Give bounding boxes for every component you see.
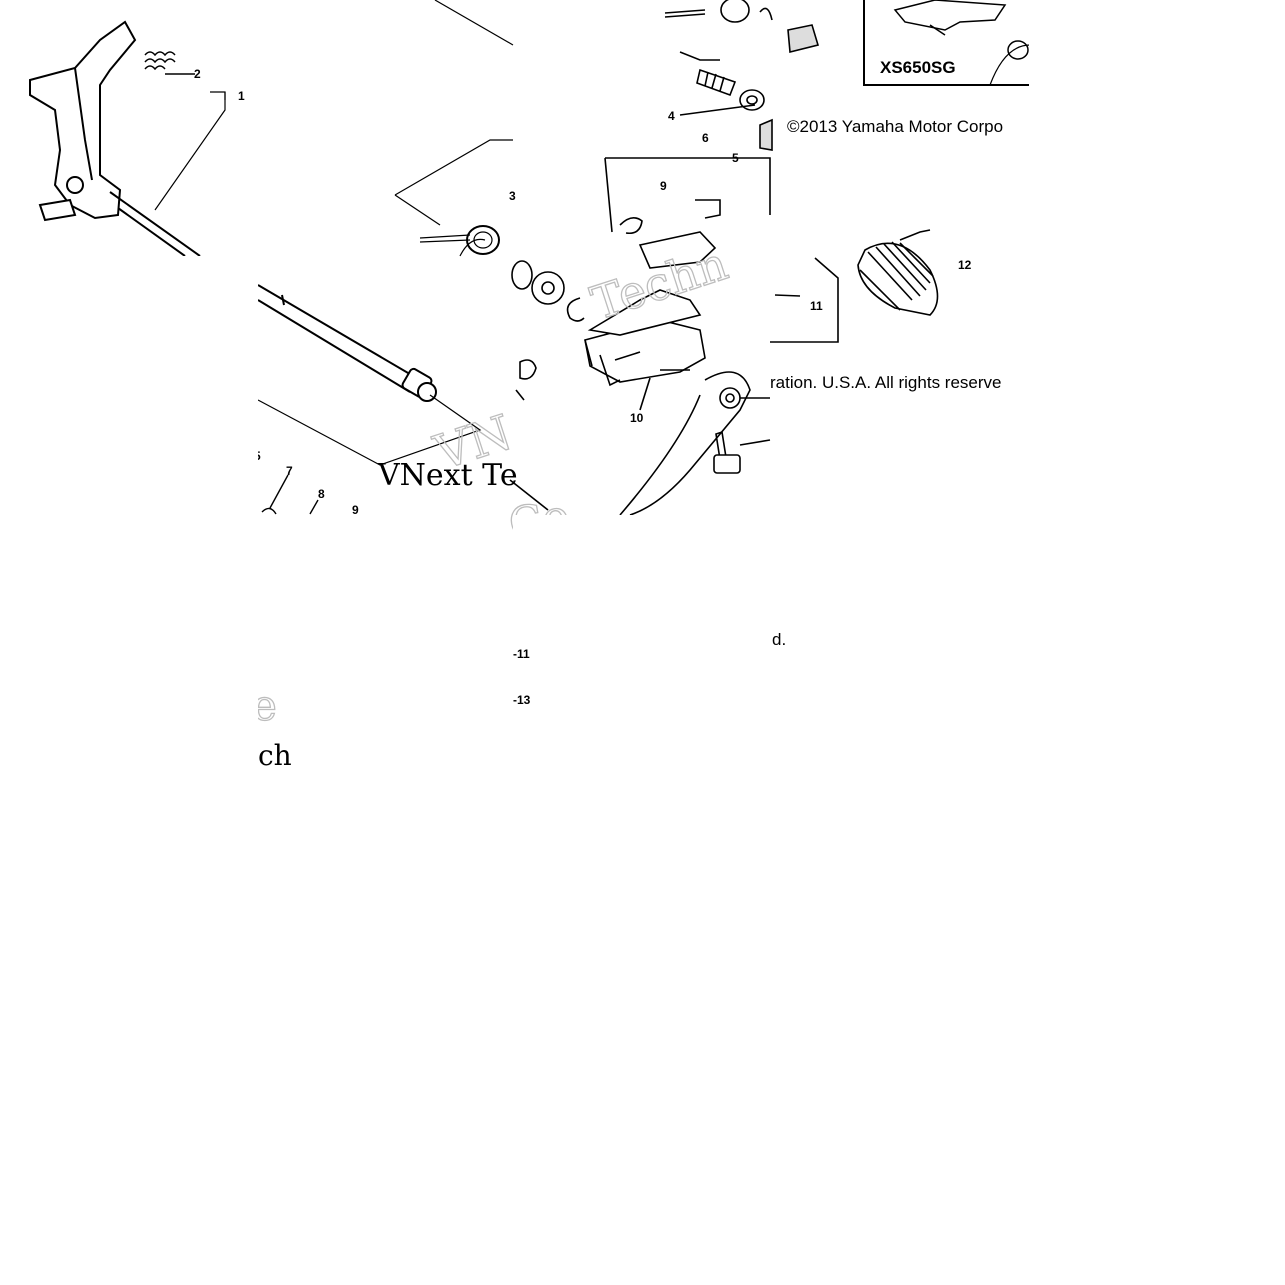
shift-fork-assembly bbox=[29, 20, 201, 257]
callout-5: 5 bbox=[732, 151, 739, 165]
spring-part-2 bbox=[144, 51, 195, 75]
shift-shaft bbox=[257, 284, 482, 466]
inset-model-label: XS650SG bbox=[880, 58, 956, 77]
callout-3: 3 bbox=[509, 189, 516, 203]
callout-9: 9 bbox=[660, 179, 667, 193]
side-labels: -11 -13 bbox=[513, 647, 531, 707]
leader-line-1 bbox=[154, 91, 226, 211]
pedal-parts-top bbox=[604, 0, 820, 233]
side-label-11: -11 bbox=[513, 647, 530, 661]
washers-and-lever bbox=[509, 199, 771, 516]
watermark-vnext: VNext Te bbox=[377, 458, 518, 493]
copyright-fragment: d. bbox=[772, 630, 786, 649]
footrest-rubber bbox=[770, 229, 939, 343]
callout-4: 4 bbox=[668, 109, 675, 123]
watermark-ch: ch bbox=[258, 739, 292, 772]
callout-8-bottom: 8 bbox=[318, 487, 325, 501]
callout-9-bottom: 9 bbox=[352, 503, 359, 517]
side-label-13: -13 bbox=[513, 693, 531, 707]
callout-12: 12 bbox=[958, 258, 972, 272]
return-spring-area bbox=[394, 0, 514, 257]
callout-6: 6 bbox=[702, 131, 709, 145]
callout-7-bottom: 7 bbox=[286, 464, 293, 478]
callout-2: 2 bbox=[194, 67, 201, 81]
callout-11: 11 bbox=[810, 299, 823, 313]
model-inset: XS650SG bbox=[863, 0, 1035, 86]
callout-1: 1 bbox=[238, 89, 245, 103]
callout-10: 10 bbox=[630, 411, 644, 425]
copyright-line-1: ©2013 Yamaha Motor Corpo bbox=[787, 117, 1003, 136]
copyright-line-2: ration. U.S.A. All rights reserve bbox=[770, 373, 1001, 392]
bottom-small-parts bbox=[261, 474, 319, 515]
